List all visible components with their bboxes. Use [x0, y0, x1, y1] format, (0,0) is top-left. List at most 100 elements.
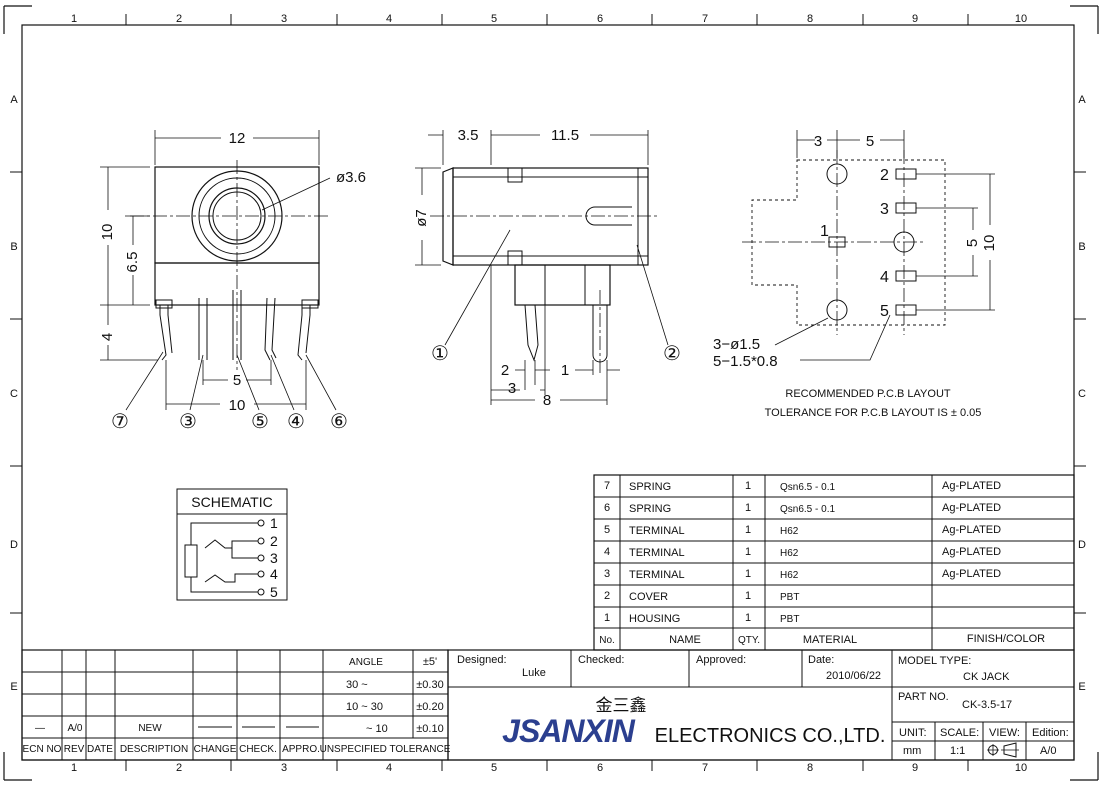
pin-label-5: 5: [880, 303, 889, 320]
dim-3: 3: [508, 380, 516, 397]
bom-header-row: No. NAME QTY. MATERIAL FINISH/COLOR: [599, 633, 1045, 646]
svg-text:TERMINAL: TERMINAL: [629, 569, 685, 581]
company-logo: 金三鑫 JSANXIN ELECTRONICS CO.,LTD.: [502, 696, 885, 749]
svg-text:6: 6: [597, 762, 603, 774]
rev-header-description: DESCRIPTION: [120, 744, 188, 755]
bom-table: 7 SPRING 1 Qsn6.5 - 0.1 Ag-PLATED 6 SPRI…: [599, 480, 1045, 646]
side-view-dimensions: 3.5 11.5 ø7 2 3 1 8 ① ②: [413, 127, 681, 409]
dim-hole-3-6: ø3.6: [336, 169, 366, 186]
svg-text:HOUSING: HOUSING: [629, 613, 680, 625]
dim-dia-7: ø7: [413, 209, 430, 227]
bom-row-4: 4 TERMINAL 1 H62 Ag-PLATED: [604, 546, 1001, 559]
svg-text:4: 4: [386, 762, 392, 774]
tolerance-range-2: 10 ~ 30: [346, 701, 383, 713]
svg-text:H62: H62: [780, 526, 799, 537]
front-view-drawing: [100, 130, 337, 411]
svg-text:Ag-PLATED: Ag-PLATED: [942, 524, 1001, 536]
checked-label: Checked:: [578, 654, 624, 666]
schematic-pin-4: 4: [270, 566, 278, 582]
bom-row-6: 6 SPRING 1 Qsn6.5 - 0.1 Ag-PLATED: [604, 502, 1001, 515]
projection-symbol-icon: [987, 742, 1019, 758]
svg-text:1: 1: [745, 502, 751, 514]
tolerance-table: ANGLE ±5' 30 ~ ±0.30 10 ~ 30 ±0.20 ~ 10 …: [320, 656, 451, 755]
revision-table: ECN NO REV DATE DESCRIPTION CHANGE CHECK…: [23, 723, 320, 755]
svg-text:6: 6: [604, 502, 610, 514]
dim-2: 2: [501, 362, 509, 379]
svg-text:B: B: [1078, 241, 1085, 253]
slots-note: 5−1.5*0.8: [713, 353, 778, 370]
callout-5: ⑤: [251, 411, 269, 433]
schematic-pin-5: 5: [270, 584, 278, 600]
pin-label-4: 4: [880, 269, 889, 286]
dim-3-pcb: 3: [814, 133, 822, 150]
svg-text:COVER: COVER: [629, 591, 668, 603]
border-row-labels: A B C D E A B C D E: [10, 94, 1086, 693]
bom-row-7: 7 SPRING 1 Qsn6.5 - 0.1 Ag-PLATED: [604, 480, 1001, 493]
rev-header-check: CHECK.: [239, 744, 277, 755]
svg-text:Ag-PLATED: Ag-PLATED: [942, 502, 1001, 514]
dim-pitch-5: 5: [233, 372, 241, 389]
svg-text:5: 5: [491, 762, 497, 774]
unit-value: mm: [903, 745, 921, 757]
dim-span-10: 10: [229, 397, 246, 414]
svg-text:No.: No.: [599, 635, 615, 646]
tolerance-value-1: ±0.30: [416, 679, 443, 691]
side-view-drawing: [415, 130, 669, 405]
svg-text:QTY.: QTY.: [738, 635, 760, 646]
svg-text:9: 9: [912, 13, 918, 25]
callout-3: ③: [179, 411, 197, 433]
edition-label: Edition:: [1032, 727, 1069, 739]
svg-text:4: 4: [386, 13, 392, 25]
svg-text:1: 1: [71, 762, 77, 774]
svg-text:NAME: NAME: [669, 634, 701, 646]
scale-label: SCALE:: [940, 727, 979, 739]
rev-rev-value: A/0: [67, 723, 82, 734]
svg-text:2: 2: [176, 13, 182, 25]
logo-brand-text: JSANXIN: [502, 713, 636, 749]
svg-text:5: 5: [491, 13, 497, 25]
view-label: VIEW:: [989, 727, 1020, 739]
tolerance-value-2: ±0.20: [416, 701, 443, 713]
svg-text:3: 3: [604, 568, 610, 580]
svg-text:A: A: [1078, 94, 1086, 106]
tolerance-angle-label: ANGLE: [349, 657, 383, 668]
svg-text:5: 5: [604, 524, 610, 536]
rev-header-ecn: ECN NO: [23, 744, 62, 755]
border-column-labels-top: 1 2 3 4 5 6 7 8 9 10: [71, 13, 1027, 25]
callout-4: ④: [287, 411, 305, 433]
edition-value: A/0: [1040, 745, 1057, 757]
pcb-caption-2: TOLERANCE FOR P.C.B LAYOUT IS ± 0.05: [765, 407, 982, 419]
svg-text:10: 10: [1015, 13, 1027, 25]
rev-header-appro: APPRO.: [282, 744, 320, 755]
designed-value: Luke: [522, 667, 546, 679]
part-no-label: PART NO.: [898, 691, 949, 703]
svg-text:PBT: PBT: [780, 614, 799, 625]
rev-header-date: DATE: [87, 744, 113, 755]
bom-row-3: 3 TERMINAL 1 H62 Ag-PLATED: [604, 568, 1001, 581]
pcb-layout-labels: 3 5 5 10 1 2 3 4 5 3−ø1.5 5−1.5*0.8 RECO…: [713, 133, 998, 419]
dim-front-3-5: 3.5: [458, 127, 479, 144]
svg-text:Ag-PLATED: Ag-PLATED: [942, 480, 1001, 492]
svg-text:Qsn6.5 - 0.1: Qsn6.5 - 0.1: [780, 482, 835, 493]
title-block: Designed: Luke Checked: Approved: Date: …: [457, 654, 1069, 757]
svg-text:7: 7: [702, 762, 708, 774]
svg-text:7: 7: [604, 480, 610, 492]
dim-height-10: 10: [99, 224, 116, 241]
dim-width-12: 12: [229, 130, 246, 147]
svg-text:8: 8: [807, 13, 813, 25]
svg-text:7: 7: [702, 13, 708, 25]
svg-text:3: 3: [281, 762, 287, 774]
svg-text:Qsn6.5 - 0.1: Qsn6.5 - 0.1: [780, 504, 835, 515]
logo-chinese-text: 金三鑫: [596, 696, 647, 715]
pin-label-1: 1: [820, 223, 829, 240]
part-no-value: CK-3.5-17: [962, 699, 1012, 711]
tolerance-range-3: ~ 10: [366, 723, 388, 735]
dim-center-6-5: 6.5: [124, 252, 141, 273]
svg-text:2: 2: [176, 762, 182, 774]
dim-body-11-5: 11.5: [551, 127, 579, 144]
svg-text:3: 3: [281, 13, 287, 25]
svg-text:1: 1: [745, 590, 751, 602]
tolerance-angle-value: ±5': [423, 656, 437, 668]
border-column-labels-bottom: 1 2 3 4 5 6 7 8 9 10: [71, 762, 1027, 774]
svg-text:B: B: [10, 241, 17, 253]
